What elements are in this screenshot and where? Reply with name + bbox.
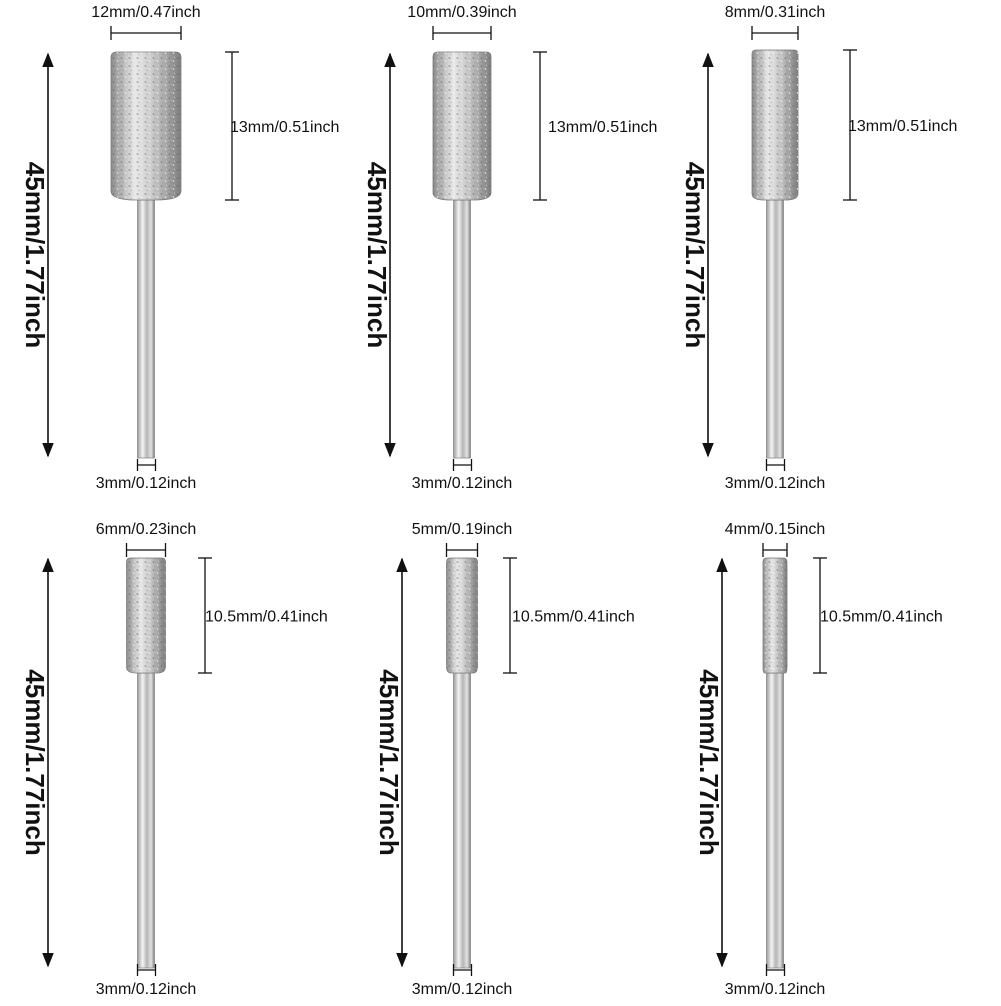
overall-length-label: 45mm/1.77inch [20,669,50,855]
head-width-label: 8mm/0.31inch [725,4,826,21]
head-height-label: 13mm/0.51inch [548,119,657,136]
bit-head-texture [433,52,491,200]
shank-diameter-label: 3mm/0.12inch [412,981,513,998]
bit-shank [137,672,155,969]
head-height-label: 13mm/0.51inch [848,118,957,135]
bit-head-texture [752,50,798,200]
overall-length-label: 45mm/1.77inch [20,162,50,348]
overall-length-label: 45mm/1.77inch [680,162,710,348]
head-height-label: 13mm/0.51inch [230,119,339,136]
shank-diameter-label: 3mm/0.12inch [725,475,826,492]
head-height-label: 10.5mm/0.41inch [820,609,943,626]
head-width-label: 4mm/0.15inch [725,521,826,538]
shank-diameter-label: 3mm/0.12inch [96,475,197,492]
head-height-label: 10.5mm/0.41inch [205,609,328,626]
bit-shank [453,672,471,969]
bit-head-texture [126,558,166,673]
bit-shank [766,672,784,969]
head-width-label: 12mm/0.47inch [91,4,200,21]
shank-diameter-label: 3mm/0.12inch [96,981,197,998]
bit-shank [766,199,784,459]
bit-head-texture [111,52,181,200]
bit-shank [453,199,471,459]
head-width-label: 6mm/0.23inch [96,521,197,538]
shank-diameter-label: 3mm/0.12inch [412,475,513,492]
overall-length-label: 45mm/1.77inch [694,669,724,855]
shank-diameter-label: 3mm/0.12inch [725,981,826,998]
head-width-label: 10mm/0.39inch [407,4,516,21]
bit-shank [137,199,155,459]
head-height-label: 10.5mm/0.41inch [512,609,635,626]
bit-head-texture [446,558,478,673]
overall-length-label: 45mm/1.77inch [362,162,392,348]
head-width-label: 5mm/0.19inch [412,521,513,538]
overall-length-label: 45mm/1.77inch [374,669,404,855]
bit-head-texture [763,558,787,673]
